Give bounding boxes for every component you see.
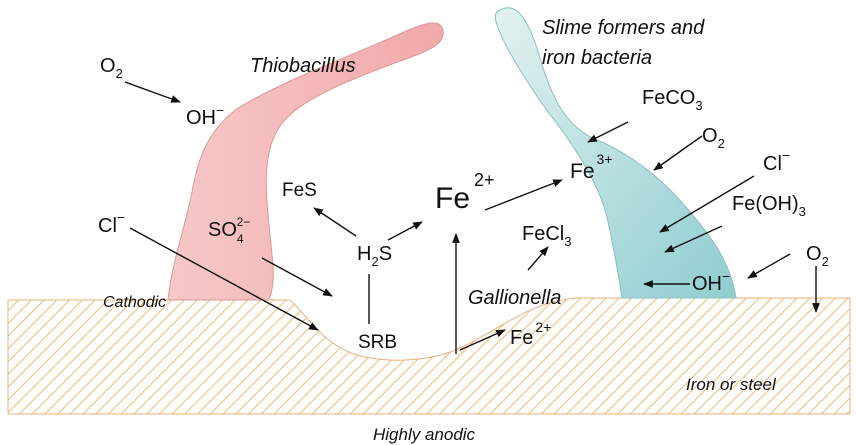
arrow-o2-into-slime — [653, 135, 703, 171]
arrow-pit-to-fe2-small — [459, 329, 506, 351]
label-iron-or-steel: Iron or steel — [686, 375, 777, 394]
steel-substrate — [7, 297, 851, 415]
arrow-to-fecl3 — [527, 246, 549, 271]
arrow-so4-to-h2s — [261, 257, 333, 297]
label-slime-line2: iron bacteria — [542, 47, 652, 69]
species-feco3: FeCO3 — [642, 87, 703, 113]
arrow-h2s-to-fes — [313, 207, 357, 237]
arrow-o2-to-oh — [124, 81, 181, 103]
species-fe3: Fe3+ — [570, 151, 612, 183]
species-o2-right: O2 — [806, 243, 829, 269]
arrow-fe2-to-fe3 — [484, 179, 563, 211]
arrow-o2-right-to-oh — [747, 253, 791, 279]
species-o2-left: O2 — [100, 55, 123, 81]
label-gallionella: Gallionella — [468, 287, 561, 309]
label-slime-line1: Slime formers and — [542, 17, 705, 39]
arrow-cl-into-slime — [659, 175, 755, 233]
species-oh-right: OH− — [692, 268, 730, 295]
arrow-feco3-to-fe3 — [587, 121, 629, 143]
label-cathodic: Cathodic — [103, 294, 166, 311]
arrow-cl-to-pit — [129, 227, 319, 331]
species-fecl3: FeCl3 — [522, 223, 571, 249]
thiobacillus-colony — [167, 22, 444, 301]
label-thiobacillus: Thiobacillus — [250, 55, 356, 77]
species-fe2-big: Fe2+ — [435, 170, 495, 215]
species-srb: SRB — [358, 332, 397, 353]
species-h2s: H2S — [357, 243, 392, 269]
arrow-h2s-to-fe2 — [387, 221, 423, 241]
species-fes: FeS — [282, 180, 317, 201]
species-oh-left: OH− — [186, 102, 224, 129]
species-so4: SO42− — [208, 215, 250, 246]
species-o2-mid: O2 — [702, 125, 725, 151]
arrow-feoh3 — [664, 225, 723, 253]
slime-colony — [494, 7, 737, 299]
species-cl-right: Cl− — [763, 147, 790, 175]
species-feoh3: Fe(OH)3 — [732, 193, 806, 219]
species-cl-left: Cl− — [98, 209, 125, 237]
label-highly-anodic: Highly anodic — [373, 425, 476, 444]
